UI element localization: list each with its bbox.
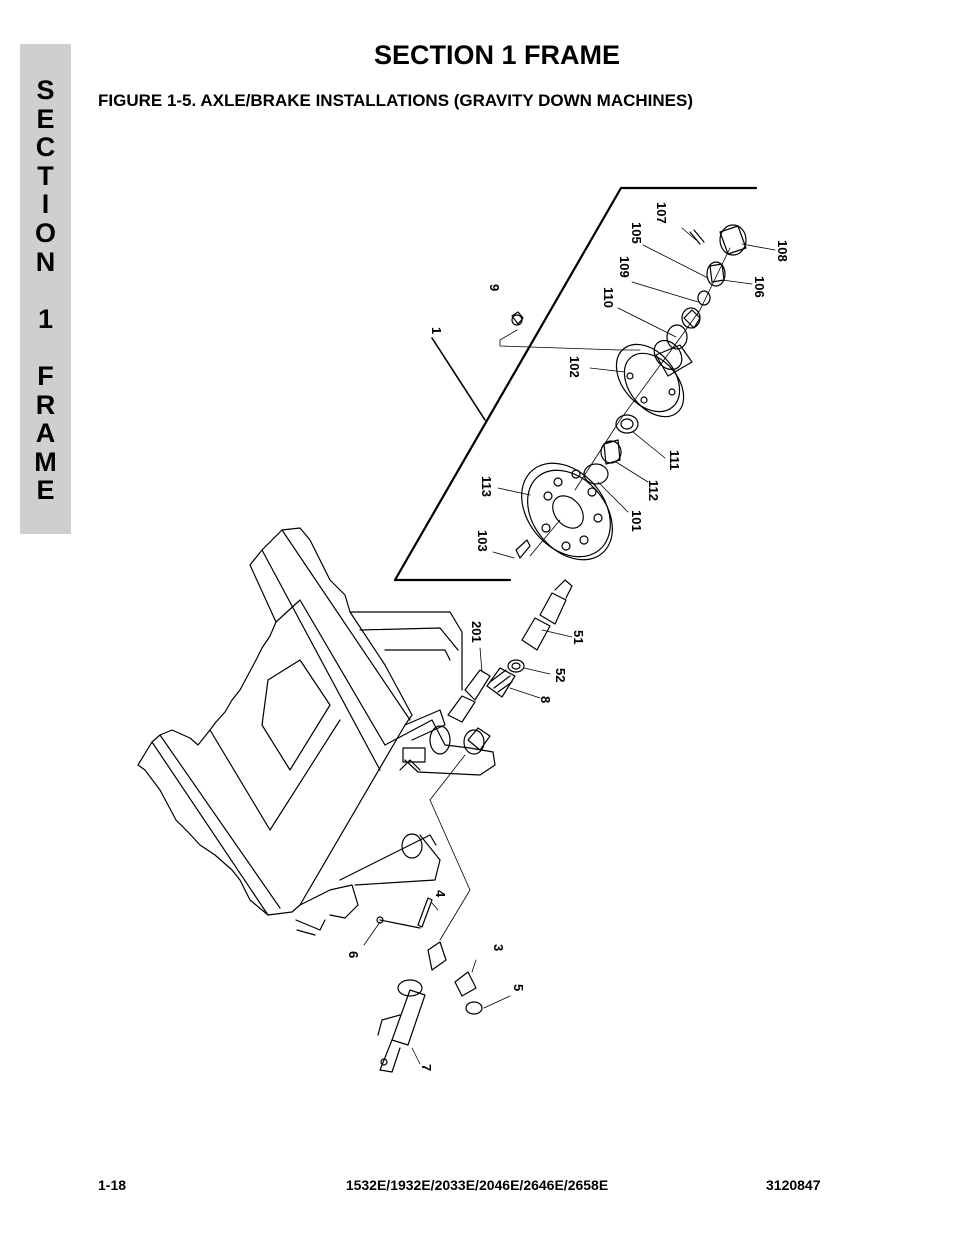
side-tab-letter: A [35,418,56,449]
side-tab-letter: E [36,103,55,134]
section-title: SECTION 1 FRAME [373,40,621,70]
callout-label: 110 [601,287,616,308]
callout-label: 108 [775,240,790,262]
side-tab-letter: T [37,160,54,191]
callout-label: 5 [511,984,526,991]
detail-boundary-line [393,186,758,582]
callout-leaders [363,227,776,1065]
bearing-and-seal-stack [511,224,747,559]
callout-label: 8 [538,696,553,703]
callout-label: 201 [469,621,484,643]
callout-label: 4 [433,890,448,898]
side-tab-letter: C [35,132,56,163]
callout-label: 7 [419,1064,434,1071]
callout-label: 52 [553,668,568,682]
document-number: 3120847 [766,1177,821,1193]
leader-line [431,337,486,421]
model-numbers: 1532E/1932E/2033E/2046E/2646E/2658E [345,1177,609,1193]
callout-label: 105 [629,222,644,244]
callout-label: 9 [487,284,502,291]
page-number: 1-18 [98,1177,127,1193]
side-tab-letter: S [36,75,55,105]
callout-label: 113 [479,476,494,497]
callout-label: 103 [475,530,490,552]
callout-label: 51 [571,630,586,644]
side-tab-letter: F [37,360,54,391]
callout-label: 109 [617,256,632,278]
wheel-plate [521,462,613,561]
section-side-tab: S E C T I O N 1 F R A M E [20,44,71,534]
callout-label: 111 [667,450,682,470]
callout-label: 107 [654,202,669,224]
side-tab-letter: N [35,246,56,277]
side-tab-letter: M [34,446,57,477]
side-tab-letter: R [35,389,56,420]
side-tab-letter: 1 [37,303,54,334]
callout-label: 112 [646,480,661,501]
callout-label: 1 [429,327,444,334]
side-tab-letter: O [34,217,56,248]
callout-label: 101 [629,510,644,532]
side-tab-letter: I [41,189,50,220]
assembly-guide-lines [429,247,731,941]
lower-brake-parts [376,897,483,1073]
frame-assembly [137,527,496,936]
figure-title: FIGURE 1-5. AXLE/BRAKE INSTALLATIONS (GR… [98,91,694,110]
callout-label: 3 [491,944,506,951]
callout-label: 106 [752,276,767,298]
axle-shaft-items [447,579,573,755]
side-tab-letters: S E C T I O N 1 F R A M E [20,76,71,505]
side-tab-letter: E [36,475,55,506]
callout-label: 6 [346,951,361,958]
callout-label: 102 [567,356,582,378]
